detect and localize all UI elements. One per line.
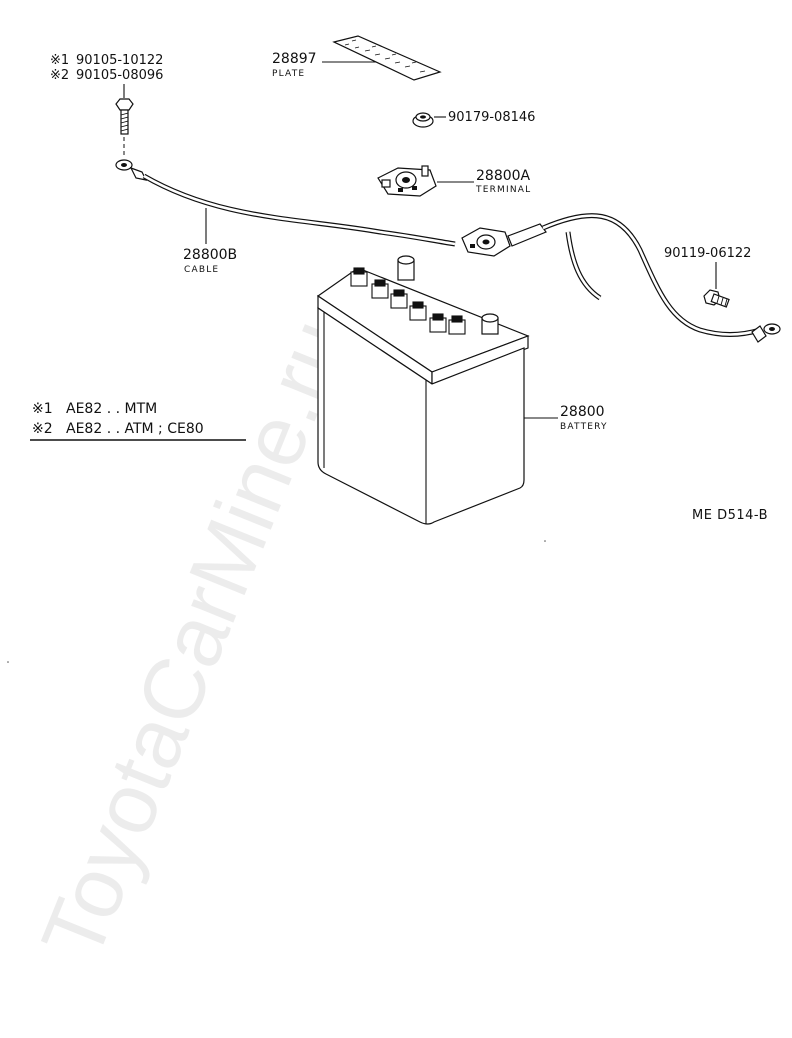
application-notes: ※1 AE82 . . MTM ※2 AE82 . . ATM ; CE80	[30, 401, 246, 441]
terminal-number: 28800A	[476, 168, 531, 184]
cable-caption: CABLE	[184, 265, 219, 275]
battery-drawing	[316, 255, 530, 525]
battery-caption: BATTERY	[560, 422, 608, 432]
clamp-bolt-number: 90119-06122	[664, 246, 751, 261]
note-1-text: AE82 . . MTM	[66, 401, 157, 417]
bolt-variant2-mark: ※2	[50, 68, 69, 83]
diagram-reference: ME D514-B	[692, 508, 768, 523]
plate-number: 28897	[272, 51, 317, 67]
nut-number: 90179-08146	[448, 110, 535, 125]
plate-caption: PLATE	[272, 69, 305, 79]
cable-number: 28800B	[183, 247, 237, 263]
note-2-mark: ※2	[32, 421, 53, 437]
terminal-caption: TERMINAL	[475, 185, 531, 195]
bolt-variant2-number: 90105-08096	[76, 68, 163, 83]
clamp-cable-drawing	[461, 213, 781, 343]
plate-drawing	[332, 35, 442, 81]
bolt-variant1-mark: ※1	[50, 53, 69, 68]
cable-drawing	[115, 159, 456, 247]
bolt-drawing	[115, 98, 134, 135]
note-2-text: AE82 . . ATM ; CE80	[66, 421, 204, 437]
nut-drawing	[412, 112, 434, 128]
terminal-drawing	[377, 165, 437, 197]
battery-number: 28800	[560, 404, 605, 420]
note-1-mark: ※1	[32, 401, 53, 417]
clamp-bolt-drawing	[703, 289, 730, 308]
bolt-variant1-number: 90105-10122	[76, 53, 163, 68]
